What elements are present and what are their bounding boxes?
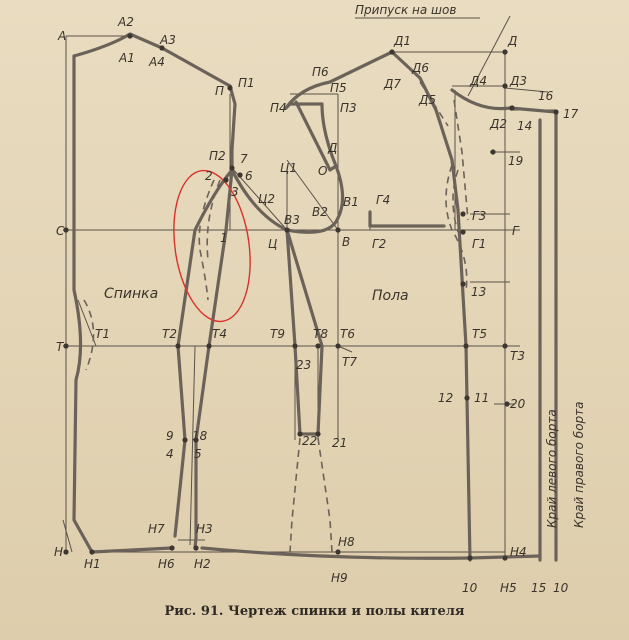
label-G1: Г1 [472, 237, 486, 251]
label-N1: Н1 [84, 557, 101, 571]
label-T: Т [56, 340, 65, 354]
label-n14: 14 [517, 119, 532, 133]
label-V1: В1 [343, 195, 359, 209]
label-N2: Н2 [194, 557, 211, 571]
label-n2: 2 [205, 169, 213, 183]
label-T5: Т5 [472, 327, 487, 341]
label-N5: Н5 [500, 581, 517, 595]
label-Ts: Ц [268, 237, 277, 251]
label-P4: П4 [270, 101, 287, 115]
label-D7: Д7 [383, 77, 401, 91]
point-markers [63, 33, 559, 561]
label-T4: Т4 [212, 327, 227, 341]
label-P: П [215, 84, 224, 98]
label-T1: Т1 [95, 327, 110, 341]
label-G: Г [512, 224, 520, 238]
label-G2: Г2 [372, 237, 386, 251]
label-n16: 16 [538, 89, 554, 103]
label-n10: 10 [462, 581, 478, 595]
label-T9: Т9 [270, 327, 285, 341]
label-V: В [342, 235, 350, 249]
label-P5: П5 [330, 81, 347, 95]
label-T6: Т6 [340, 327, 355, 341]
label-n9: 9 [166, 429, 174, 443]
dashed-lines [83, 81, 469, 553]
label-T3: Т3 [510, 349, 525, 363]
label-D: Д [507, 34, 517, 48]
label-Dsm: Д [327, 141, 337, 155]
right-edge-label: Край правого борта [572, 402, 586, 529]
label-n18: 18 [192, 429, 208, 443]
label-P2: П2 [209, 149, 226, 163]
figure-caption: Рис. 91. Чертеж спинки и полы кителя [164, 604, 465, 619]
label-T8: Т8 [313, 327, 328, 341]
label-D3: Д3 [509, 74, 527, 88]
label-C: С [56, 224, 65, 238]
label-n17: 17 [563, 107, 579, 121]
pattern-contours [72, 32, 558, 562]
label-n21: 21 [332, 436, 347, 450]
label-G4: Г4 [376, 193, 390, 207]
label-n6: 6 [245, 169, 253, 183]
label-n4: 4 [166, 447, 174, 461]
label-D4: Д4 [469, 74, 487, 88]
label-D6: Д6 [411, 61, 429, 75]
label-n12: 12 [438, 391, 453, 405]
label-N3: Н3 [196, 522, 213, 536]
label-n23: 23 [296, 358, 311, 372]
label-D5: Д5 [418, 93, 436, 107]
label-G3: Г3 [472, 209, 486, 223]
label-n1: 1 [220, 231, 228, 245]
label-N4: Н4 [510, 545, 527, 559]
label-n10b: 10 [553, 581, 569, 595]
left-edge-label: Край левого борта [545, 409, 559, 528]
label-n19: 19 [508, 154, 523, 168]
point-labels: А А2 А1 А3 А4 П П1 П2 7 2 6 3 1 П6 П5 П4… [54, 15, 579, 595]
label-n3: 3 [231, 185, 239, 199]
label-P3: П3 [340, 101, 357, 115]
label-N6: Н6 [158, 557, 175, 571]
label-T7: Т7 [342, 355, 357, 369]
front-region-label: Пола [372, 288, 409, 304]
back-region-label: Спинка [104, 286, 158, 302]
label-D2: Д2 [489, 117, 507, 131]
label-n22: 22 [302, 434, 317, 448]
label-N9: Н9 [331, 571, 348, 585]
seam-allowance-label: Припуск на шов [355, 3, 456, 17]
label-A4: А4 [148, 55, 165, 69]
label-Osm: О [318, 164, 327, 178]
label-A: А [57, 29, 66, 43]
label-n20: 20 [510, 397, 526, 411]
label-n15: 15 [531, 581, 546, 595]
label-N8: Н8 [338, 535, 355, 549]
label-Ts1: Ц1 [280, 161, 297, 175]
label-n11: 11 [474, 391, 489, 405]
label-n13: 13 [471, 285, 486, 299]
label-n7: 7 [240, 152, 248, 166]
label-A1: А1 [118, 51, 135, 65]
label-D1: Д1 [393, 34, 411, 48]
label-Ts2: Ц2 [258, 192, 275, 206]
label-N: Н [54, 545, 63, 559]
label-n5: 5 [194, 447, 202, 461]
label-N7: Н7 [148, 522, 165, 536]
label-T2: Т2 [162, 327, 177, 341]
label-P1: П1 [238, 76, 255, 90]
label-A3: А3 [159, 33, 176, 47]
label-V2: В2 [312, 205, 328, 219]
label-A2: А2 [117, 15, 134, 29]
label-V3: В3 [284, 213, 300, 227]
red-highlight-ellipse [173, 169, 251, 323]
label-P6: П6 [312, 65, 329, 79]
